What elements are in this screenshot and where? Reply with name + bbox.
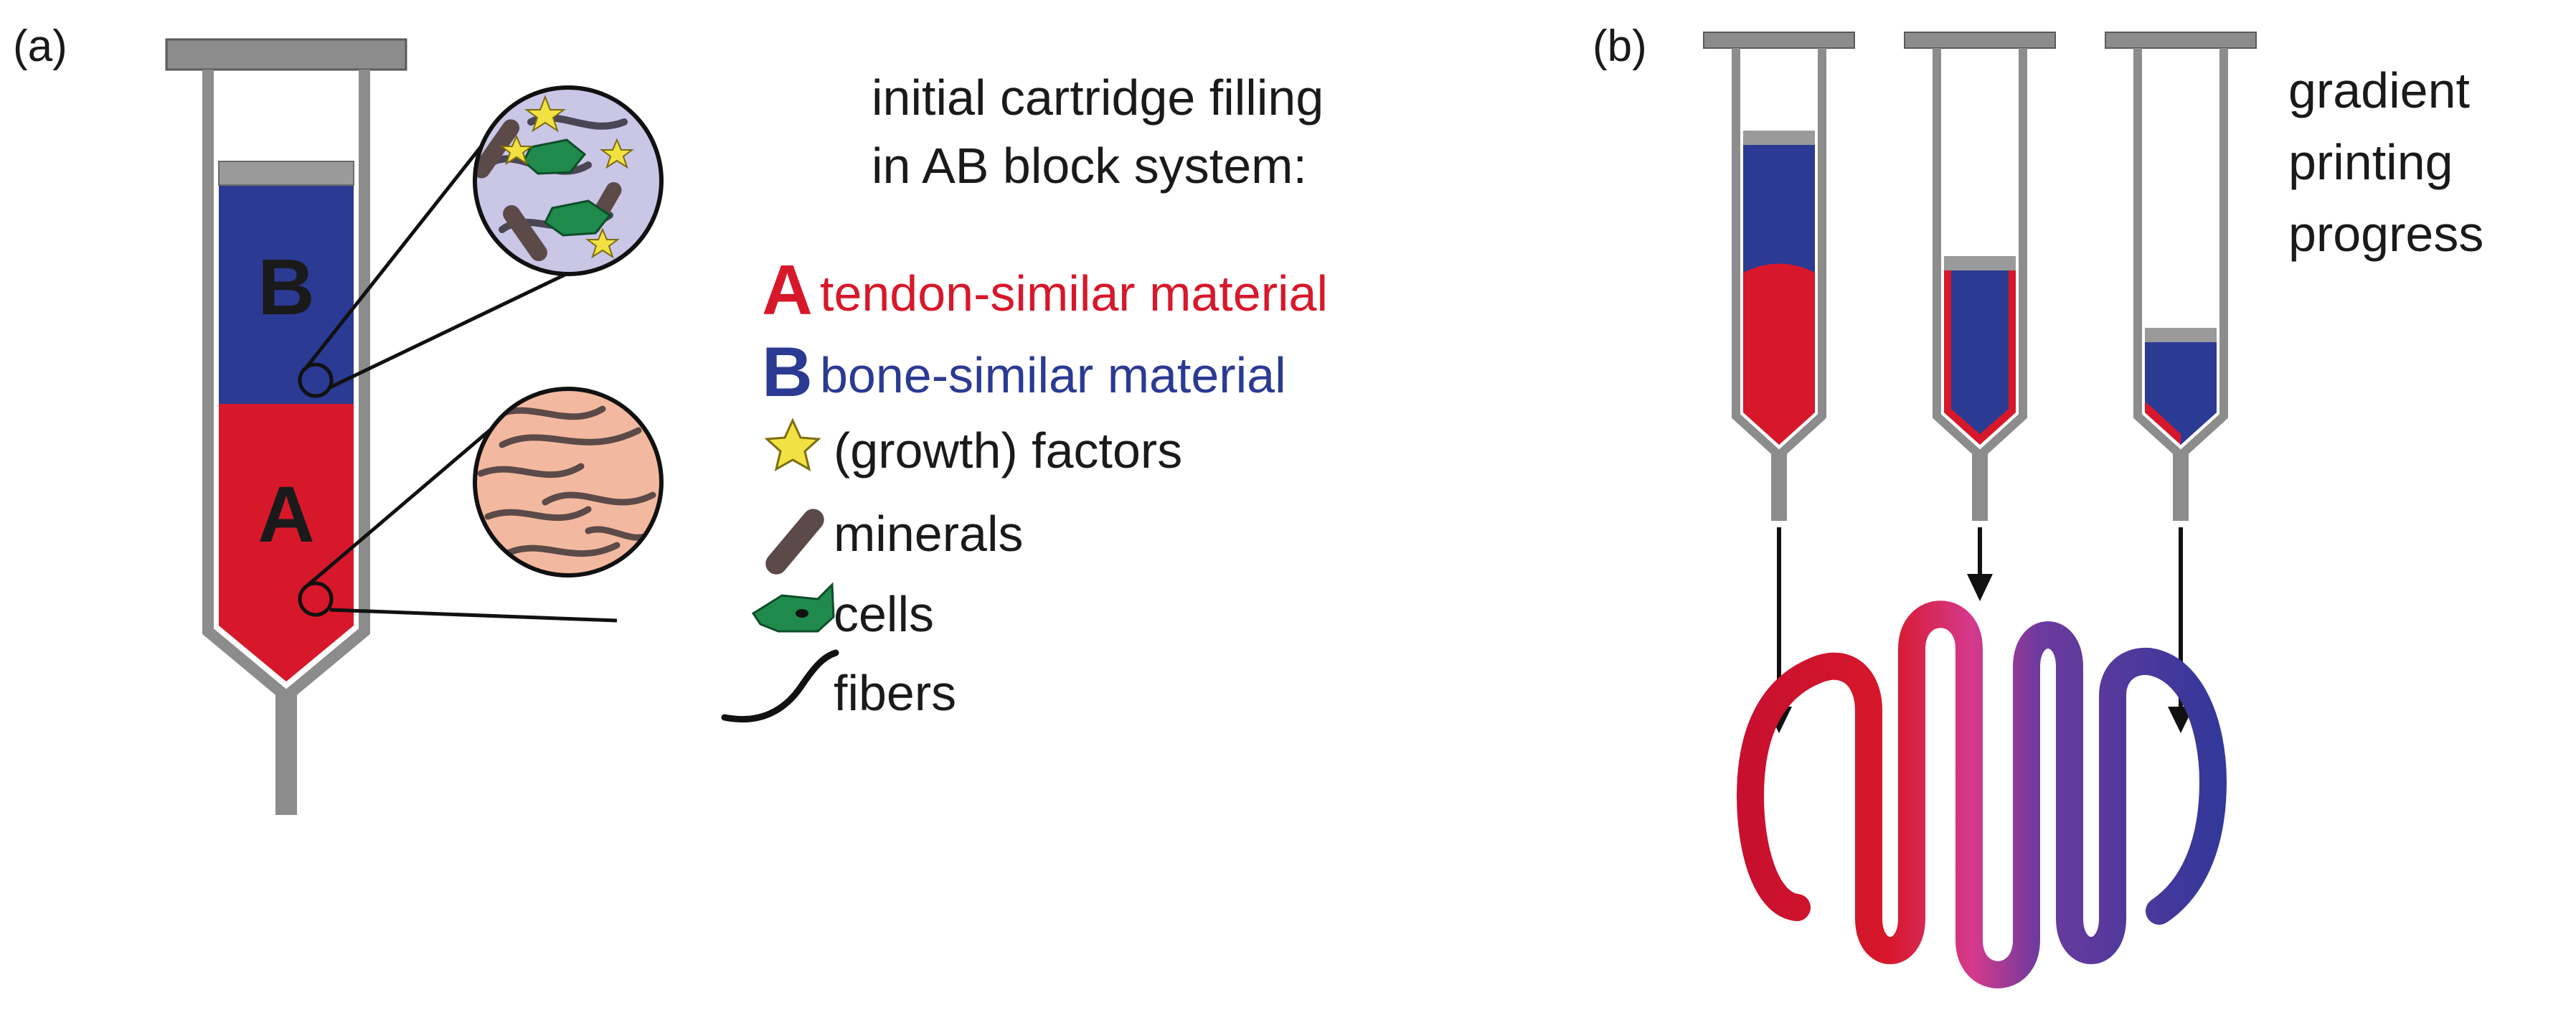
syringe-b2 xyxy=(1904,32,2056,521)
caption-line2: in AB block system: xyxy=(872,138,1307,194)
material-a-fill xyxy=(219,404,354,682)
syringe-plunger-cap xyxy=(165,38,407,71)
caption-b-line3: progress xyxy=(2288,206,2483,262)
zoom-line xyxy=(303,418,504,590)
legend-text-cells: cells xyxy=(834,586,934,642)
syringe-b1 xyxy=(1703,32,1855,521)
legend-key-a: A xyxy=(762,250,813,329)
mineral-icon xyxy=(765,509,824,575)
legend-text-tendon: tendon-similar material xyxy=(820,265,1328,321)
block-a-letter: A xyxy=(258,471,314,559)
legend-text-minerals: minerals xyxy=(834,506,1024,562)
material-b-fill xyxy=(219,185,354,404)
legend-text-fibers: fibers xyxy=(834,665,956,721)
panel-b: (b) xyxy=(1593,22,2483,989)
syringe-b3 xyxy=(2105,32,2257,521)
caption-line1: initial cartridge filling xyxy=(872,70,1324,126)
zoom-circle-bone xyxy=(473,85,664,276)
syringe-a: B A xyxy=(165,38,631,815)
panel-a-label: (a) xyxy=(13,22,67,71)
caption-b-line2: printing xyxy=(2288,134,2453,190)
zoom-circle-tendon xyxy=(473,387,664,578)
syringe-barrel xyxy=(202,70,370,815)
caption-b-line1: gradient xyxy=(2288,62,2470,118)
legend-text-factors: (growth) factors xyxy=(834,423,1182,479)
cell-icon xyxy=(751,582,835,633)
gradient-coil xyxy=(1737,600,2227,989)
panel-a: (a) B A xyxy=(13,22,1328,815)
legend-text-bone: bone-similar material xyxy=(820,347,1286,403)
arrow-head xyxy=(1967,574,1993,601)
zoom-line xyxy=(303,118,504,372)
sample-circle-a xyxy=(298,581,334,617)
syringe-plunger xyxy=(218,161,354,186)
panel-b-label: (b) xyxy=(1593,22,1647,71)
sample-circle-b xyxy=(298,362,334,398)
legend-key-b: B xyxy=(762,332,813,411)
legend: A tendon-similar material B bone-similar… xyxy=(721,250,1328,723)
fiber-icon xyxy=(721,649,839,723)
zoom-line xyxy=(329,608,618,623)
block-b-letter: B xyxy=(258,243,314,331)
star-icon xyxy=(764,418,821,472)
